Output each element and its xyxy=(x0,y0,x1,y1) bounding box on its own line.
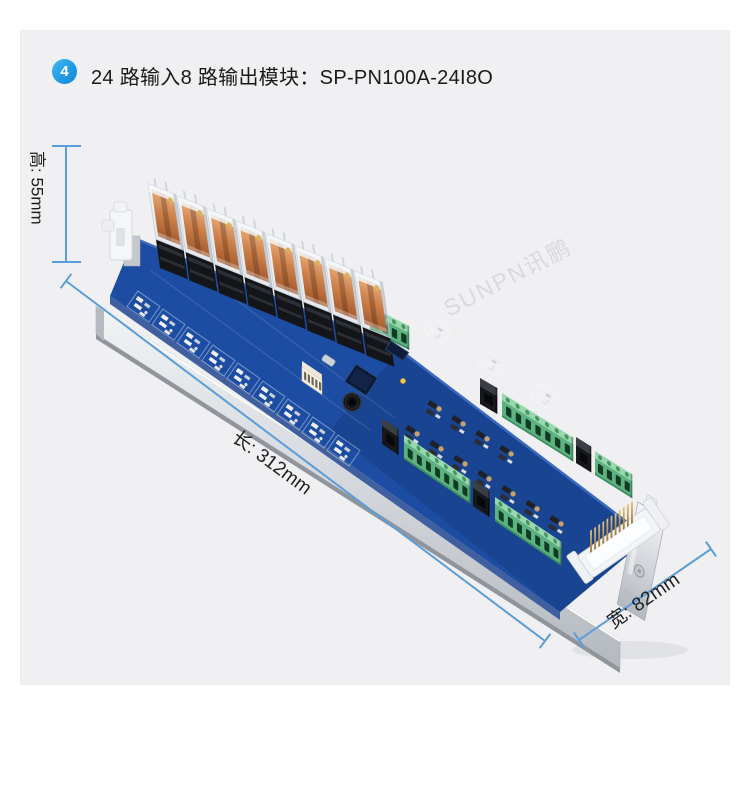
mcu-chip xyxy=(343,363,379,397)
idc-connector xyxy=(566,497,670,584)
pcb-edge xyxy=(110,296,560,620)
height-dimension-line xyxy=(52,145,81,263)
terminal-block-black xyxy=(480,378,498,414)
product-title: 24 路输入8 路输出模块：SP-PN100A-24I8O xyxy=(91,67,494,89)
length-dimension-line xyxy=(59,273,552,649)
height-dimension-label: 高: 55mm xyxy=(28,151,47,225)
oscillator xyxy=(321,354,336,367)
step-number-badge: 4 xyxy=(52,59,77,84)
soic-chip xyxy=(385,340,410,362)
jst-connector xyxy=(301,361,323,395)
width-dimension-line xyxy=(573,541,717,648)
terminal-block-green xyxy=(595,451,633,499)
idc-pins xyxy=(590,500,633,553)
led-indicator xyxy=(400,378,406,384)
din-clip-left xyxy=(101,201,141,267)
terminal-block-black xyxy=(576,437,592,473)
buzzer xyxy=(342,392,362,412)
watermark: SUNPN讯鹏 xyxy=(439,233,576,321)
badge-number: 4 xyxy=(60,63,69,80)
product-photo: SUNPN讯鹏 xyxy=(95,173,688,673)
dimension-lines xyxy=(52,145,717,649)
